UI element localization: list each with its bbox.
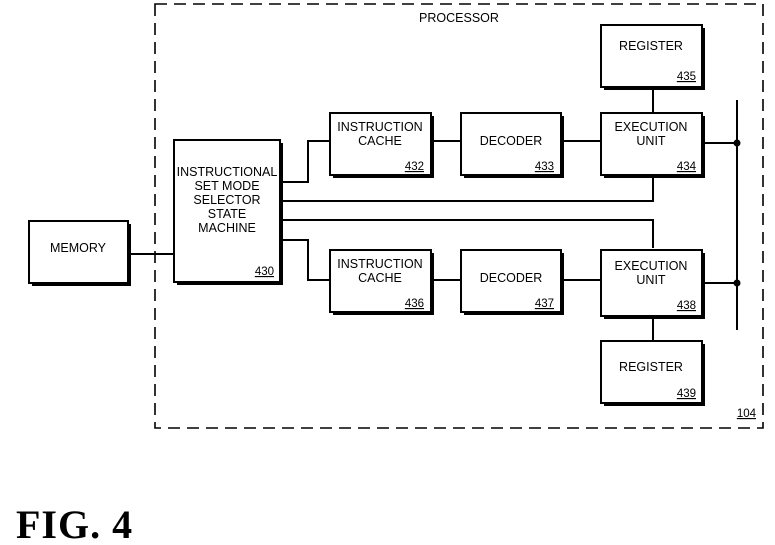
- memory-label: MEMORY: [50, 241, 107, 255]
- memory-block: MEMORY: [28, 220, 131, 286]
- cache-bottom-label-line-1: INSTRUCTION: [337, 257, 422, 271]
- wire-selector-cache-top: [280, 140, 330, 183]
- cache-bottom-ref: 436: [405, 298, 424, 310]
- register-top-label: REGISTER: [619, 39, 683, 53]
- wire-selector-exec-bottom: [280, 219, 654, 248]
- figure-caption: FIG. 4: [16, 502, 133, 545]
- processor-boundary: [154, 3, 764, 429]
- selector-label-line-4: STATE: [208, 207, 246, 221]
- cache-bottom-label-line-2: CACHE: [358, 271, 402, 285]
- execution-unit-bottom: EXECUTION UNIT 438: [600, 249, 705, 319]
- decoder-top: DECODER 433: [460, 112, 564, 178]
- wire-selector-cache-bottom: [280, 239, 330, 281]
- register-bottom-ref: 439: [677, 388, 696, 400]
- register-top-ref: 435: [677, 71, 696, 83]
- processor-label: PROCESSOR: [419, 11, 499, 25]
- decoder-bottom: DECODER 437: [460, 249, 564, 315]
- exec-bottom-label-line-2: UNIT: [636, 273, 666, 287]
- exec-top-ref: 434: [677, 161, 697, 173]
- execution-unit-top: EXECUTION UNIT 434: [600, 112, 705, 178]
- register-bottom-label: REGISTER: [619, 360, 683, 374]
- selector-block: INSTRUCTIONAL SET MODE SELECTOR STATE MA…: [173, 139, 283, 285]
- cache-top-label-line-1: INSTRUCTION: [337, 120, 422, 134]
- cache-top-label-line-2: CACHE: [358, 134, 402, 148]
- register-bottom: REGISTER 439: [600, 340, 705, 406]
- selector-label-line-5: MACHINE: [198, 221, 256, 235]
- decoder-top-ref: 433: [535, 161, 554, 173]
- bus-junction-bottom: [733, 279, 741, 287]
- processor-ref: 104: [737, 408, 757, 420]
- register-top: REGISTER 435: [600, 24, 705, 90]
- exec-bottom-label-line-1: EXECUTION: [615, 259, 688, 273]
- exec-top-label-line-1: EXECUTION: [615, 120, 688, 134]
- decoder-bottom-label: DECODER: [480, 271, 543, 285]
- instruction-cache-bottom: INSTRUCTION CACHE 436: [329, 249, 434, 315]
- selector-label-line-2: SET MODE: [194, 179, 259, 193]
- instruction-cache-top: INSTRUCTION CACHE 432: [329, 112, 434, 178]
- selector-label-line-1: INSTRUCTIONAL: [177, 165, 278, 179]
- connections: [129, 88, 741, 341]
- decoder-bottom-ref: 437: [535, 298, 554, 310]
- cache-top-ref: 432: [405, 161, 424, 173]
- bus-junction-top: [733, 139, 741, 147]
- wire-selector-exec-top: [280, 177, 654, 202]
- exec-top-label-line-2: UNIT: [636, 134, 666, 148]
- exec-bottom-ref: 438: [677, 300, 696, 312]
- selector-ref: 430: [255, 266, 274, 278]
- selector-label-line-3: SELECTOR: [193, 193, 260, 207]
- decoder-top-label: DECODER: [480, 134, 543, 148]
